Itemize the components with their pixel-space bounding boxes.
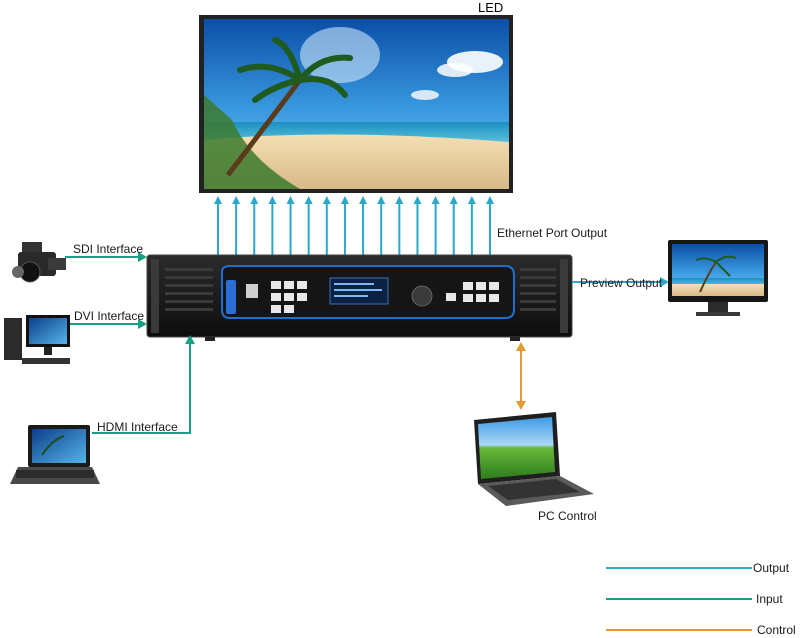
control-arrow: [516, 342, 526, 410]
preview-output-label: Preview Output: [580, 276, 663, 290]
output-arrowhead: [377, 196, 386, 204]
legend-control-label: Control: [757, 623, 796, 637]
output-arrowhead: [395, 196, 404, 204]
output-arrowhead: [214, 196, 222, 204]
output-arrowhead: [232, 196, 241, 204]
output-arrowhead: [359, 196, 368, 204]
output-arrowhead: [467, 196, 476, 204]
hdmi-input-line: [92, 342, 191, 434]
legend: [606, 567, 752, 631]
preview-monitor-icon: [668, 240, 768, 316]
legend-output-label: Output: [753, 561, 790, 575]
output-arrowhead: [268, 196, 277, 204]
laptop-hdmi-icon: [10, 425, 100, 484]
output-arrows: [214, 196, 494, 255]
led-label: LED: [478, 0, 503, 15]
input-arrowheads: [138, 252, 195, 344]
ethernet-output-label: Ethernet Port Output: [497, 226, 608, 240]
output-arrowhead: [286, 196, 295, 204]
output-arrowhead: [431, 196, 440, 204]
dvi-interface-label: DVI Interface: [74, 309, 145, 323]
desktop-computer-icon: [4, 315, 70, 364]
laptop-pc-control-icon: [474, 412, 594, 506]
output-arrowhead: [413, 196, 422, 204]
input-arrows: [65, 256, 191, 434]
video-processor: [146, 254, 573, 341]
led-screen: [199, 15, 513, 193]
output-arrowhead: [449, 196, 458, 204]
output-arrowhead: [340, 196, 349, 204]
hdmi-interface-label: HDMI Interface: [97, 420, 178, 434]
video-camera-icon: [12, 242, 66, 283]
preview-arrow: [572, 277, 669, 287]
output-arrowhead: [250, 196, 259, 204]
output-arrowhead: [304, 196, 313, 204]
legend-input-label: Input: [756, 592, 783, 606]
output-arrowhead: [322, 196, 331, 204]
output-arrowhead: [486, 196, 494, 204]
sdi-interface-label: SDI Interface: [73, 242, 144, 256]
pc-control-label: PC Control: [538, 509, 597, 523]
